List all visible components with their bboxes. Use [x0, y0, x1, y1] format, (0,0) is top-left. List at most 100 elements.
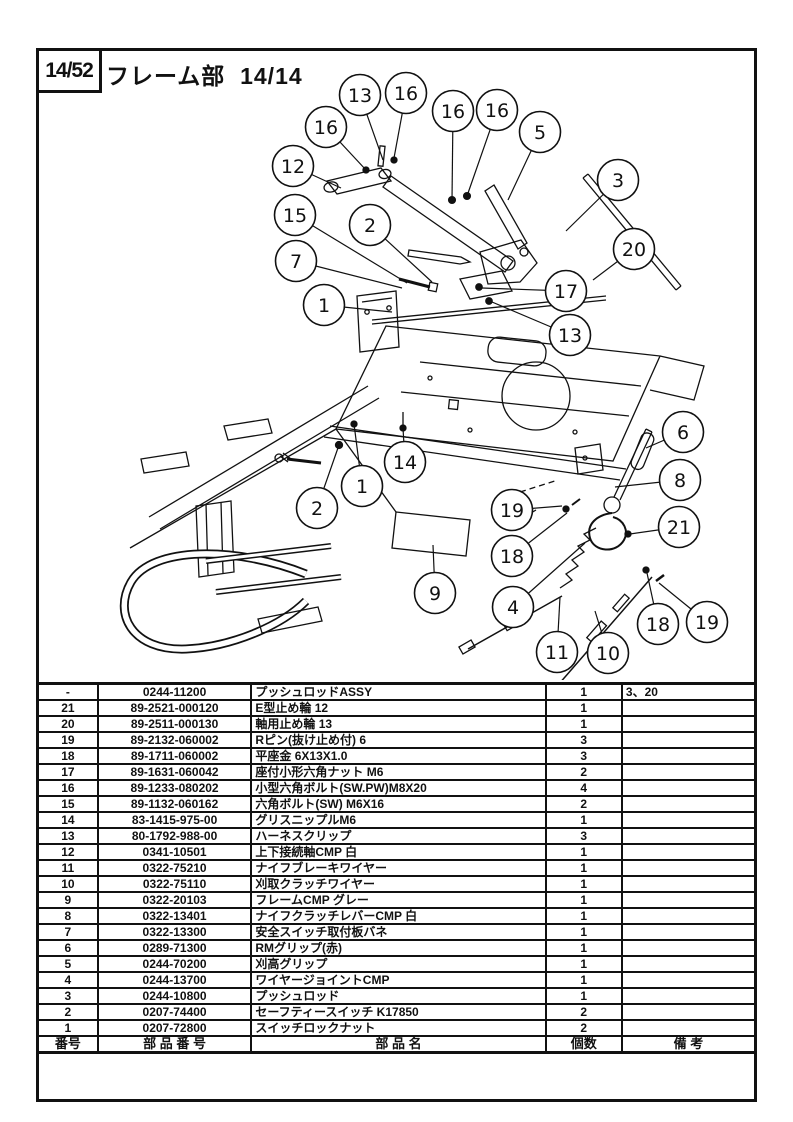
col-part-name: 上下接続軸CMP 白 [250, 843, 547, 861]
balloon-17 [544, 269, 588, 313]
column-header-col-part-name: 部 品 名 [250, 1035, 547, 1054]
balloon-21 [657, 505, 701, 549]
col-remarks: 3、20 [620, 682, 757, 701]
column-header-col-part-number: 部 品 番 号 [96, 1035, 253, 1054]
balloon-16 [384, 71, 428, 115]
col-qty: 3 [544, 747, 623, 765]
col-qty: 1 [544, 811, 623, 829]
col-part-name: ナイフクラッチレバーCMP 白 [250, 907, 547, 925]
balloon-label: 3 [612, 170, 624, 192]
col-qty: 1 [544, 682, 623, 701]
balloon-16 [431, 89, 475, 133]
balloon-label: 16 [314, 117, 338, 139]
col-remarks [620, 875, 757, 893]
col-no: 19 [36, 731, 99, 749]
balloon-1 [302, 283, 346, 327]
col-qty: 4 [544, 779, 623, 797]
col-part-name: スイッチロックナット [250, 1019, 547, 1037]
balloon-13 [548, 313, 592, 357]
col-qty: 2 [544, 763, 623, 781]
col-qty: 1 [544, 859, 623, 877]
balloon-label: 21 [667, 517, 691, 539]
balloon-label: 19 [695, 612, 719, 634]
col-part-name: 小型六角ボルト(SW.PW)M8X20 [250, 779, 547, 797]
col-remarks [620, 859, 757, 877]
balloon-label: 2 [311, 498, 323, 520]
col-part-name: ワイヤージョイントCMP [250, 971, 547, 989]
col-part-number: 89-1132-060162 [96, 795, 253, 813]
balloon-14 [383, 440, 427, 484]
column-header-col-no: 番号 [36, 1035, 99, 1054]
col-remarks [620, 971, 757, 989]
col-no: 15 [36, 795, 99, 813]
col-part-number: 0244-13700 [96, 971, 253, 989]
col-no: 20 [36, 715, 99, 733]
col-part-number: 89-2132-060002 [96, 731, 253, 749]
balloon-8 [658, 458, 702, 502]
balloon-label: 8 [674, 470, 686, 492]
balloon-6 [661, 410, 705, 454]
col-qty: 1 [544, 923, 623, 941]
col-remarks [620, 731, 757, 749]
col-qty: 2 [544, 1019, 623, 1037]
col-remarks [620, 843, 757, 861]
balloon-label: 9 [429, 583, 441, 605]
col-qty: 1 [544, 875, 623, 893]
balloon-label: 12 [281, 156, 305, 178]
col-part-number: 0207-72800 [96, 1019, 253, 1037]
balloon-label: 17 [554, 281, 578, 303]
col-qty: 1 [544, 971, 623, 989]
table-column-header-row: 番号部 品 番 号部 品 名個数備 考 [36, 1035, 757, 1054]
col-part-name: プッシュロッド [250, 987, 547, 1005]
balloon-4 [491, 585, 535, 629]
col-part-number: 0322-13401 [96, 907, 253, 925]
col-no: 8 [36, 907, 99, 925]
col-qty: 1 [544, 715, 623, 733]
col-no: - [36, 682, 99, 701]
col-qty: 1 [544, 699, 623, 717]
col-remarks [620, 779, 757, 797]
col-part-number: 0322-75210 [96, 859, 253, 877]
col-remarks [620, 955, 757, 973]
balloon-1 [340, 464, 384, 508]
balloon-11 [535, 630, 579, 674]
col-no: 16 [36, 779, 99, 797]
col-part-number: 0207-74400 [96, 1003, 253, 1021]
col-no: 4 [36, 971, 99, 989]
balloon-label: 2 [364, 215, 376, 237]
col-qty: 3 [544, 827, 623, 845]
col-no: 2 [36, 1003, 99, 1021]
col-no: 17 [36, 763, 99, 781]
col-part-name: 安全スイッチ取付板バネ [250, 923, 547, 941]
col-part-number: 89-1711-060002 [96, 747, 253, 765]
balloon-label: 19 [500, 500, 524, 522]
col-qty: 2 [544, 795, 623, 813]
col-part-name: RMグリップ(赤) [250, 939, 547, 957]
column-header-col-qty: 個数 [544, 1035, 623, 1054]
balloon-18 [490, 534, 534, 578]
col-qty: 2 [544, 1003, 623, 1021]
col-part-number: 80-1792-988-00 [96, 827, 253, 845]
leader-line [294, 214, 408, 284]
balloon-label: 5 [534, 122, 546, 144]
col-part-number: 89-1233-080202 [96, 779, 253, 797]
col-qty: 1 [544, 843, 623, 861]
col-remarks [620, 699, 757, 717]
balloon-16 [304, 105, 348, 149]
col-qty: 1 [544, 939, 623, 957]
col-remarks [620, 795, 757, 813]
